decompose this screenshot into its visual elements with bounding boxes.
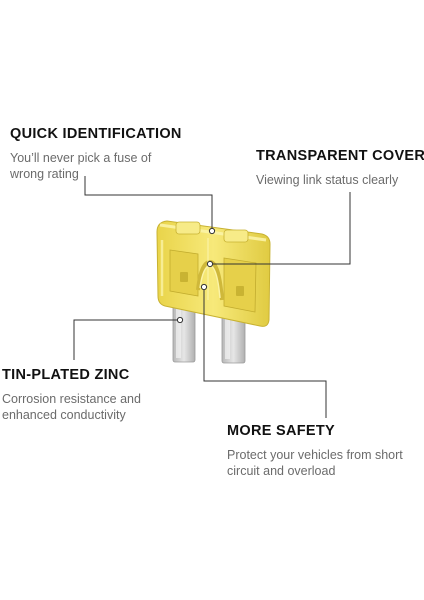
callout-more-safety: MORE SAFETY Protect your vehicles from s…: [227, 423, 403, 479]
callout-title: QUICK IDENTIFICATION: [10, 126, 182, 142]
callout-description-line: You’ll never pick a fuse of: [10, 151, 152, 165]
leader-more-safety: [203, 288, 327, 418]
leader-transparent-cover: [210, 192, 351, 265]
callout-description-line: Corrosion resistance and: [2, 392, 141, 406]
callout-transparent-cover: TRANSPARENT COVER Viewing link status cl…: [256, 148, 424, 188]
callout-title: TRANSPARENT COVER: [256, 148, 424, 164]
callout-description-line: Protect your vehicles from short: [227, 448, 403, 462]
callout-description: Protect your vehicles from short circuit…: [227, 447, 403, 479]
callout-description: You’ll never pick a fuse of wrong rating: [10, 150, 182, 182]
callout-description-line: wrong rating: [10, 167, 79, 181]
fuse-body: [156, 220, 271, 327]
callout-description-line: circuit and overload: [227, 464, 336, 478]
callout-description-line: Viewing link status clearly: [256, 173, 399, 187]
leader-tin-plated-zinc: [73, 319, 180, 360]
callout-description: Viewing link status clearly: [256, 172, 424, 188]
callout-title: MORE SAFETY: [227, 423, 336, 439]
callout-title: TIN-PLATED ZINC: [2, 367, 130, 383]
callout-tin-plated-zinc: TIN-PLATED ZINC Corrosion resistance and…: [2, 367, 141, 423]
callout-description: Corrosion resistance and enhanced conduc…: [2, 391, 141, 423]
leader-lines: [73, 176, 351, 418]
callout-quick-identification: QUICK IDENTIFICATION You’ll never pick a…: [10, 126, 182, 182]
callout-description-line: enhanced conductivity: [2, 408, 126, 422]
leader-quick-identification: [84, 176, 213, 230]
